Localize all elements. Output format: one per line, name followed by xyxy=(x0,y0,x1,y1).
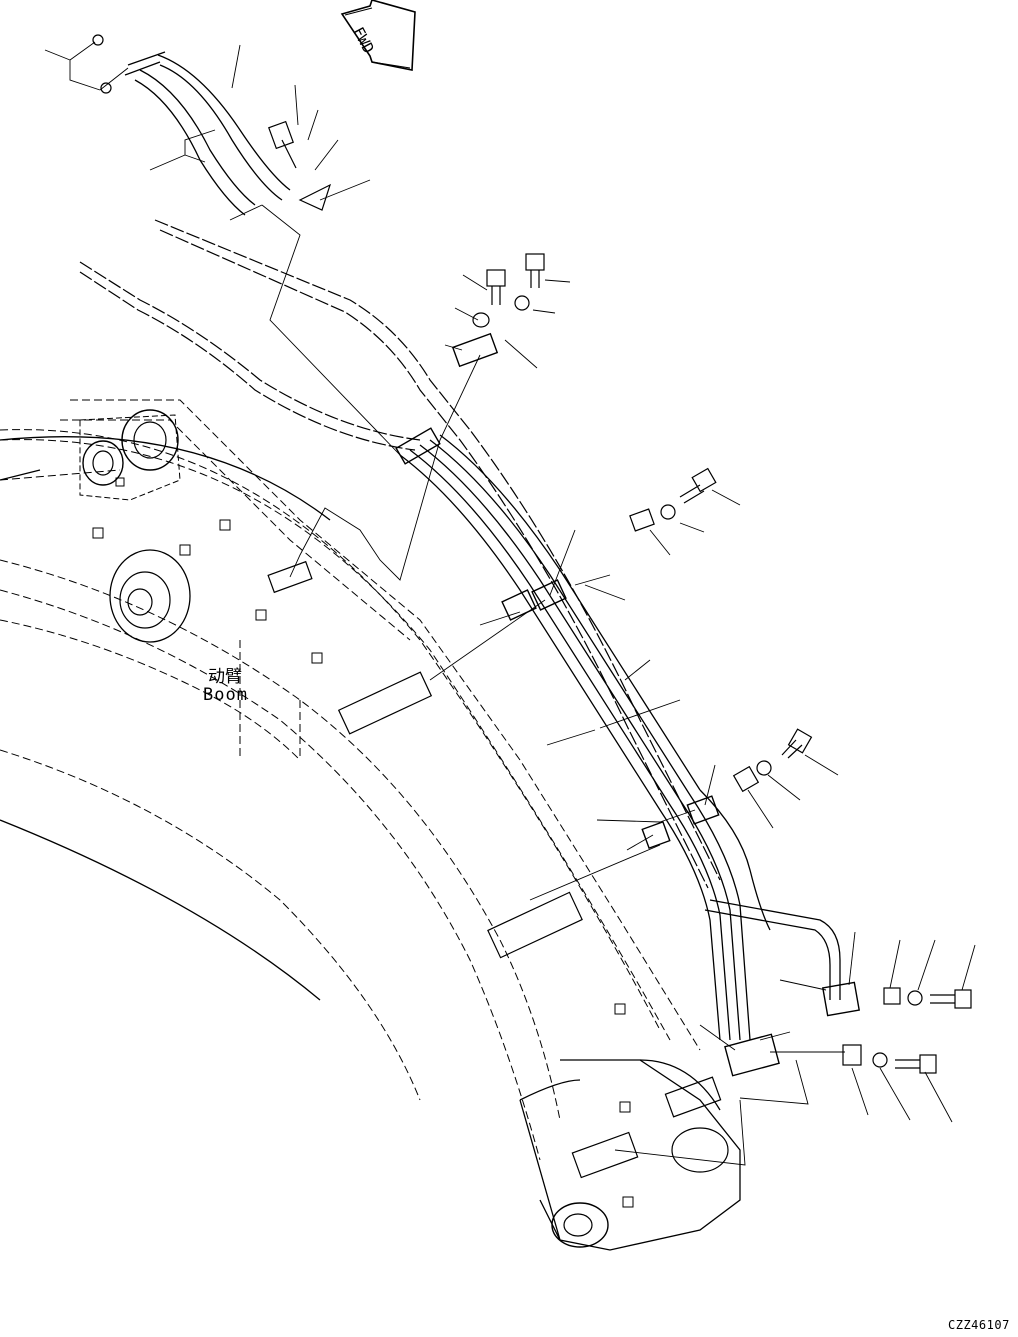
drawing-code: CZZ46107 xyxy=(948,1318,1010,1332)
boom-tube-upper xyxy=(79,219,721,889)
leader-lines xyxy=(44,41,976,1166)
boom-outline xyxy=(0,399,701,1161)
fwd-arrow-icon xyxy=(340,0,416,71)
boom-brackets xyxy=(267,560,722,1179)
boom-foot-pivot xyxy=(79,409,181,501)
main-hose-bundle xyxy=(399,434,841,1041)
boom-cylinder-boss xyxy=(109,549,191,643)
boom-structure xyxy=(0,436,741,1251)
boom-label-english: Boom xyxy=(203,685,248,705)
boom-detail-marks xyxy=(92,477,634,1208)
bolts-washers xyxy=(92,34,972,1074)
boom-tip-pivot xyxy=(551,1127,729,1248)
hose-clamps xyxy=(395,332,860,1077)
upper-hoses xyxy=(124,51,291,216)
boom-label-chinese: 动臂 xyxy=(208,667,242,687)
